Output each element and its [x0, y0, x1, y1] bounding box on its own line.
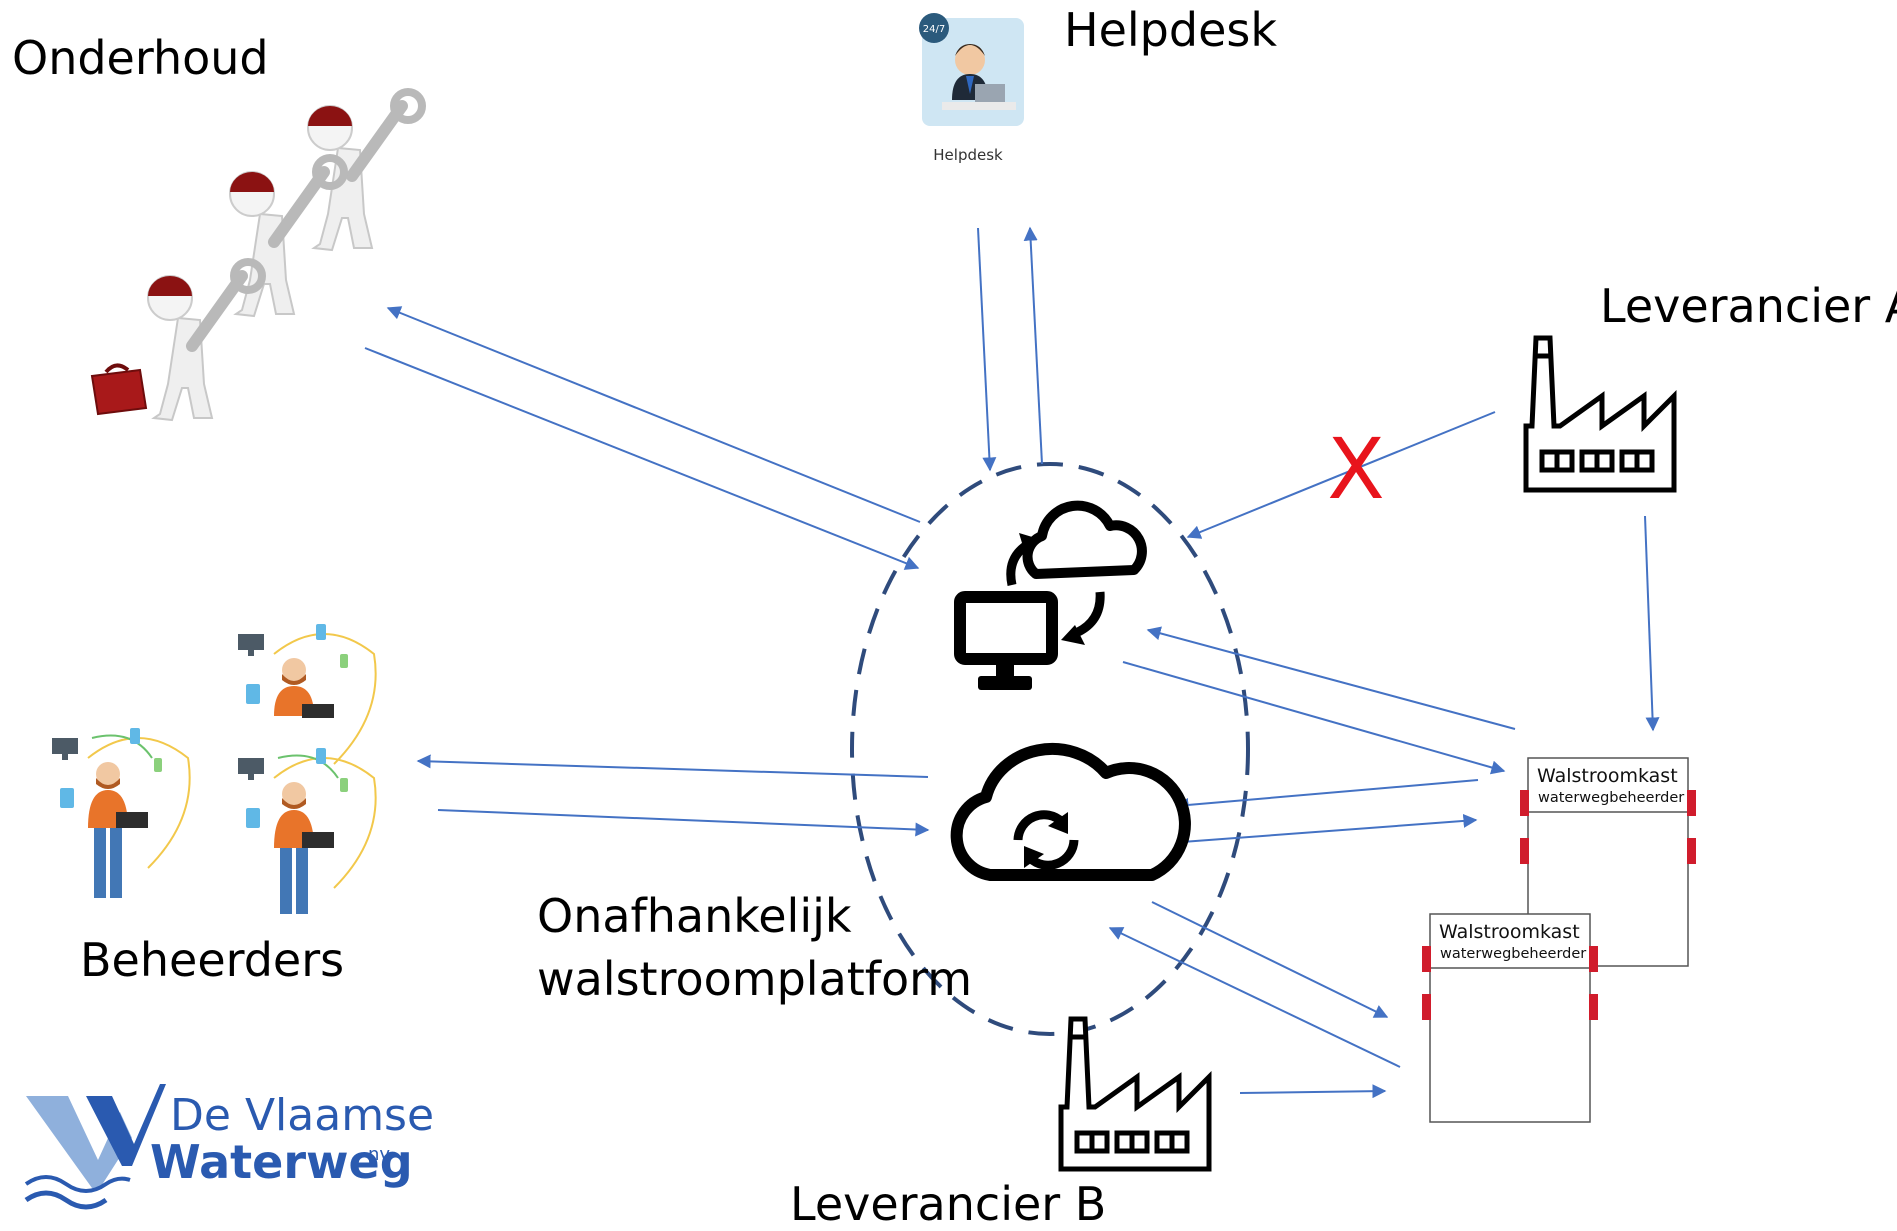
toolbox-icon [90, 368, 148, 416]
logo-line1: De Vlaamse [170, 1090, 434, 1141]
connection-arrows [364, 226, 1660, 1099]
label-beheerders: Beheerders [80, 933, 345, 987]
logo-suffix: nv [368, 1144, 390, 1165]
arrow-leverancier-a-to-kast [1644, 515, 1660, 732]
label-leverancier-b: Leverancier B [790, 1177, 1107, 1231]
arrow-cloud-to-kast2 [1151, 901, 1389, 1018]
walstroomkast-1-subtitle: waterwegbeheerder [1538, 790, 1684, 806]
walstroomkast-2-title: Walstroomkast [1439, 921, 1580, 943]
arrow-cloud-to-kast [1181, 813, 1478, 843]
maintenance-workers-icon [90, 88, 426, 422]
platform-boundary [850, 462, 1250, 1036]
arrow-onderhoud-to-platform [364, 347, 920, 570]
logo-line2: Waterweg [150, 1135, 413, 1189]
arrow-cloud-to-beheerders [416, 754, 929, 778]
label-platform-line1: Onafhankelijk [537, 889, 852, 943]
helpdesk-icon-caption: Helpdesk [933, 146, 1003, 164]
arrow-leverancier-a-to-platform [1186, 411, 1496, 539]
arrow-helpdesk-to-platform [977, 227, 997, 472]
arrow-platform-to-helpdesk [1023, 226, 1043, 465]
label-platform-line2: walstroomplatform [537, 952, 973, 1006]
factory-icon [1058, 1016, 1212, 1172]
walstroomkast-1-title: Walstroomkast [1537, 765, 1678, 787]
arrow-kast-to-computer [1146, 626, 1516, 730]
walstroomkast-2: Walstroomkast waterwegbeheerder [1422, 913, 1598, 1123]
factory-icon [1523, 335, 1677, 493]
computer-sync-icon [954, 500, 1147, 690]
managers-icon [52, 624, 377, 914]
label-helpdesk: Helpdesk [1064, 3, 1277, 57]
arrow-beheerders-to-cloud [437, 809, 930, 837]
arrow-computer-to-kast [1122, 661, 1506, 775]
blocked-connection-mark: X [1327, 420, 1385, 518]
arrow-kast-to-cloud [1174, 779, 1479, 812]
helpdesk-badge: 24/7 [923, 24, 945, 35]
arrow-kast2-to-cloud [1108, 927, 1401, 1068]
cloud-sync-icon [950, 743, 1191, 881]
arrow-platform-to-onderhoud [386, 306, 921, 523]
arrow-leverancier-b-to-kast2 [1239, 1084, 1387, 1099]
helpdesk-icon: 24/7 Helpdesk [919, 13, 1024, 164]
walstroomkast-2-subtitle: waterwegbeheerder [1440, 946, 1586, 962]
label-leverancier-a: Leverancier A [1600, 279, 1897, 333]
logo: De Vlaamse Waterweg nv [24, 1084, 434, 1210]
label-onderhoud: Onderhoud [12, 31, 269, 85]
